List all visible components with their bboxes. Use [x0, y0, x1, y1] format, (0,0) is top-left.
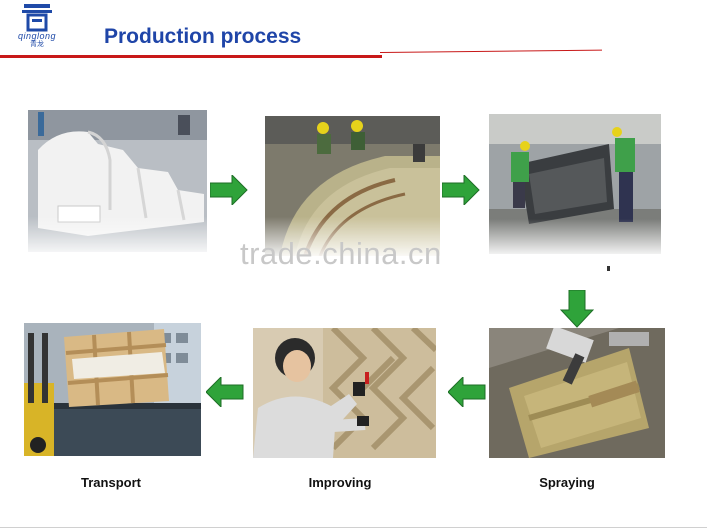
footer-divider: [0, 527, 707, 528]
arrow-left-icon: [206, 377, 244, 407]
improving-photo: [253, 328, 436, 458]
caption-spraying: Spraying: [539, 475, 595, 490]
workshop-photo: [489, 114, 661, 254]
spraying-photo: [489, 328, 665, 458]
arrow-down-icon: [560, 290, 594, 328]
arrow-right-icon: [210, 175, 248, 205]
header-rule: [0, 55, 382, 58]
company-logo: qinglong 青龙: [10, 0, 64, 48]
header-rule-thin: [379, 49, 602, 53]
watermark: trade.china.cn: [240, 236, 442, 271]
logo-text: qinglong: [17, 31, 57, 41]
mold-photo: [265, 116, 440, 256]
arrow-left-icon: [448, 377, 486, 407]
product-photo: [28, 110, 207, 252]
logo-mark-icon: [22, 4, 52, 32]
transport-photo: [24, 323, 201, 456]
caption-transport: Transport: [81, 475, 141, 490]
page-title: Production process: [104, 25, 302, 48]
logo-subtext: 青龙: [30, 41, 44, 48]
mark-dot: [607, 266, 610, 271]
caption-improving: Improving: [308, 475, 372, 490]
arrow-right-icon: [442, 175, 480, 205]
